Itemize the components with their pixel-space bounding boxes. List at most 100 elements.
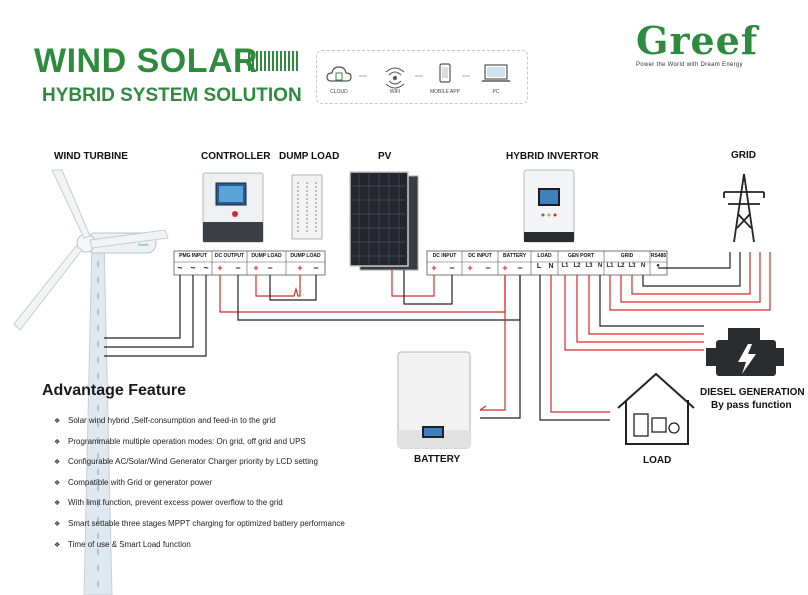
page-title: WIND SOLAR <box>34 42 259 80</box>
load-terminal: LOAD <box>537 253 552 259</box>
dump-load2-plus: + <box>297 263 303 273</box>
hybrid-inverter-illustration <box>523 169 575 243</box>
gen-l3: L3 <box>585 263 593 269</box>
pmg-ac-3: ~ <box>203 263 209 273</box>
title-stripe-decoration <box>248 51 300 71</box>
bullet-icon: ❖ <box>54 500 61 508</box>
grid-n: N <box>640 263 646 269</box>
wiring <box>104 252 771 421</box>
feature-text: Solar wind hybrid ,Self-consumption and … <box>68 416 276 425</box>
feature-item: ❖ With limit function, prevent excess pow… <box>54 497 345 518</box>
diesel-generation-label: DIESEL GENERATION <box>700 387 805 398</box>
grid-terminal: GRID <box>620 253 634 259</box>
battery-label: BATTERY <box>414 454 461 465</box>
wifi-icon <box>385 67 405 89</box>
battery-terminal: BATTERY <box>502 253 527 259</box>
dc-output-terminal: DC OUTPUT <box>214 253 245 259</box>
bullet-icon: ❖ <box>54 418 61 425</box>
mobile-app-label: MOBILE APP <box>429 89 460 95</box>
battery-minus: − <box>517 263 523 273</box>
pv-panel-illustration <box>349 171 419 271</box>
dump-load-terminal-2: DUMP LOAD <box>290 253 321 259</box>
pv-label: PV <box>378 151 392 162</box>
gen-l2: L2 <box>573 263 581 269</box>
pc-label: PC <box>492 89 500 95</box>
feature-item: ❖ Time of use & Smart Load function <box>54 539 345 560</box>
brand-name: Greef <box>636 18 759 63</box>
bullet-icon: ❖ <box>54 479 61 487</box>
controller-illustration <box>202 172 264 243</box>
dc-output-minus: − <box>235 263 241 273</box>
wind-turbine-illustration: Greef <box>13 169 169 595</box>
pmg-ac-2: ~ <box>190 263 196 273</box>
battery-illustration <box>397 351 471 449</box>
dump-load2-minus: − <box>313 263 319 273</box>
dc-input-terminal-2: DC INPUT <box>468 253 492 259</box>
grid-label: GRID <box>731 150 756 161</box>
dump-load-illustration <box>291 174 323 240</box>
bullet-icon: ❖ <box>54 459 61 467</box>
diesel-engine-icon <box>706 328 784 376</box>
feature-text: Compatible with Grid or generator power <box>68 477 213 487</box>
battery-plus: + <box>502 263 508 273</box>
feature-text: Time of use & Smart Load function <box>68 539 191 549</box>
feature-text: Smart settable three stages MPPT chargin… <box>68 518 345 528</box>
wifi-label: WIFI <box>389 89 401 95</box>
grid-l1: L1 <box>606 263 614 269</box>
dump-load-label: DUMP LOAD <box>279 151 340 162</box>
dc-input1-minus: − <box>449 263 455 273</box>
grid-l3: L3 <box>628 263 636 269</box>
pmg-ac-1: ~ <box>177 263 183 273</box>
feature-item: ❖ Programmable multiple operation modes: … <box>54 436 345 457</box>
dc-output-plus: + <box>217 263 223 273</box>
feature-list: ❖ Solar wind hybrid ,Self-consumption and… <box>54 415 345 559</box>
dc-input2-minus: − <box>485 263 491 273</box>
dump-load-terminal: DUMP LOAD <box>251 253 282 259</box>
grid-tower-icon <box>723 173 765 243</box>
feature-item: ❖ Compatible with Grid or generator power <box>54 477 345 498</box>
dump-load-minus: − <box>267 263 273 273</box>
advantage-feature-title: Advantage Feature <box>42 382 187 399</box>
connectivity-panel: CLOUD WIFI MOBILE APP PC <box>316 50 528 104</box>
cloud-icon <box>326 66 352 82</box>
bullet-icon: ❖ <box>54 438 61 446</box>
load-l: L <box>536 263 542 270</box>
gen-n: N <box>597 263 603 269</box>
mobile-app-icon <box>439 63 451 83</box>
gen-l1: L1 <box>561 263 569 269</box>
cloud-label: CLOUD <box>330 89 348 95</box>
dc-input2-plus: + <box>467 263 473 273</box>
hybrid-inverter-label: HYBRID INVERTOR <box>506 151 599 162</box>
feature-item: ❖ Solar wind hybrid ,Self-consumption and… <box>54 415 345 436</box>
rs485-dot: ● <box>656 263 660 269</box>
brand-tagline: Power the World with Dream Energy <box>636 62 743 68</box>
rs485-terminal: RS485 <box>650 253 667 259</box>
gen-port-terminal: GEN PORT <box>567 253 595 259</box>
inverter-terminal-bar <box>426 250 668 276</box>
bullet-icon: ❖ <box>54 520 61 528</box>
bypass-label: By pass function <box>711 400 792 411</box>
feature-text: Programmable multiple operation modes: O… <box>68 436 306 446</box>
dump-load-plus: + <box>253 263 259 273</box>
feature-item: ❖ Smart settable three stages MPPT chargi… <box>54 518 345 539</box>
wind-turbine-label: WIND TURBINE <box>54 151 128 162</box>
load-n: N <box>548 263 554 270</box>
controller-label: CONTROLLER <box>201 151 271 162</box>
brand-logo: Greef Power the World with Dream Energy <box>636 18 759 69</box>
pmg-input-terminal: PMG INPUT <box>179 253 207 259</box>
grid-l2: L2 <box>617 263 625 269</box>
connectivity-icons <box>326 63 510 89</box>
feature-item: ❖ Configurable AC/Solar/Wind Generator Ch… <box>54 456 345 477</box>
house-load-icon <box>617 372 695 445</box>
load-label: LOAD <box>643 455 672 466</box>
bullet-icon: ❖ <box>54 541 61 549</box>
dc-input1-plus: + <box>431 263 437 273</box>
page-subtitle: HYBRID SYSTEM SOLUTION <box>42 85 302 106</box>
dc-input-terminal-1: DC INPUT <box>432 253 457 259</box>
controller-terminal-bar <box>173 250 326 276</box>
feature-text: Configurable AC/Solar/Wind Generator Cha… <box>68 457 318 467</box>
svg-text:Greef: Greef <box>138 242 149 247</box>
feature-text: With limit function, prevent excess powe… <box>68 498 283 508</box>
pc-icon <box>482 64 510 82</box>
